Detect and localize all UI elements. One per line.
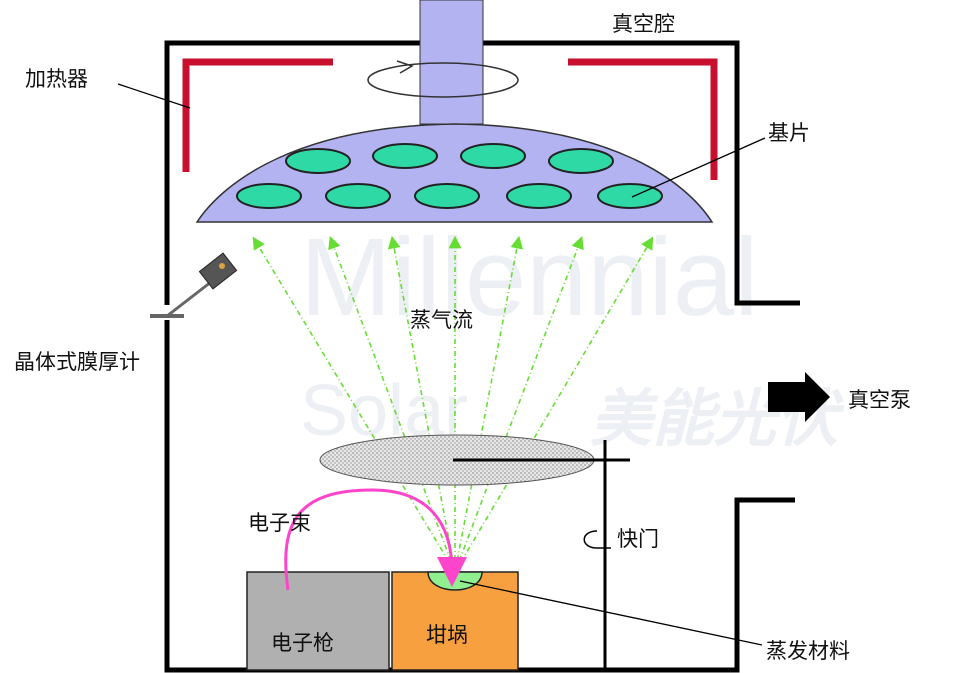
substrate	[372, 143, 438, 169]
label-electron-beam: 电子束	[248, 511, 311, 535]
substrate	[285, 148, 351, 174]
label-electron-gun: 电子枪	[271, 631, 334, 655]
label-thickness-gauge: 晶体式膜厚计	[14, 350, 140, 374]
leader-lines	[117, 83, 766, 646]
label-evaporation-material: 蒸发材料	[766, 639, 850, 663]
thickness-gauge-icon	[150, 252, 238, 318]
shutter-rod	[453, 440, 630, 670]
substrate	[597, 183, 663, 209]
shutter-rotation-icon	[583, 530, 611, 549]
electron-beam	[284, 488, 467, 591]
electron-gun	[246, 571, 390, 671]
watermark: Millennial Solar 美能光伏	[300, 216, 845, 454]
label-vacuum-chamber: 真空腔	[612, 12, 675, 36]
substrate	[414, 183, 480, 209]
substrate	[548, 148, 614, 174]
substrate	[325, 183, 391, 209]
label-vacuum-pump: 真空泵	[848, 388, 911, 412]
label-substrate: 基片	[768, 121, 810, 145]
substrate	[506, 183, 572, 209]
rotation-arrow-icon	[367, 60, 519, 98]
vapor-flow	[252, 235, 654, 573]
label-heater: 加热器	[25, 67, 88, 91]
rotation-shaft	[419, 0, 484, 125]
label-shutter: 快门	[617, 527, 659, 551]
watermark-line1: Millennial	[300, 216, 759, 339]
heater	[182, 58, 718, 180]
substrates	[236, 143, 663, 209]
vacuum-pump-arrow-icon	[768, 372, 830, 422]
label-crucible: 坩埚	[426, 623, 468, 647]
label-vapor-flow: 蒸气流	[410, 308, 473, 332]
substrate	[236, 183, 302, 209]
substrate	[460, 143, 526, 169]
vacuum-chamber	[164, 40, 800, 673]
